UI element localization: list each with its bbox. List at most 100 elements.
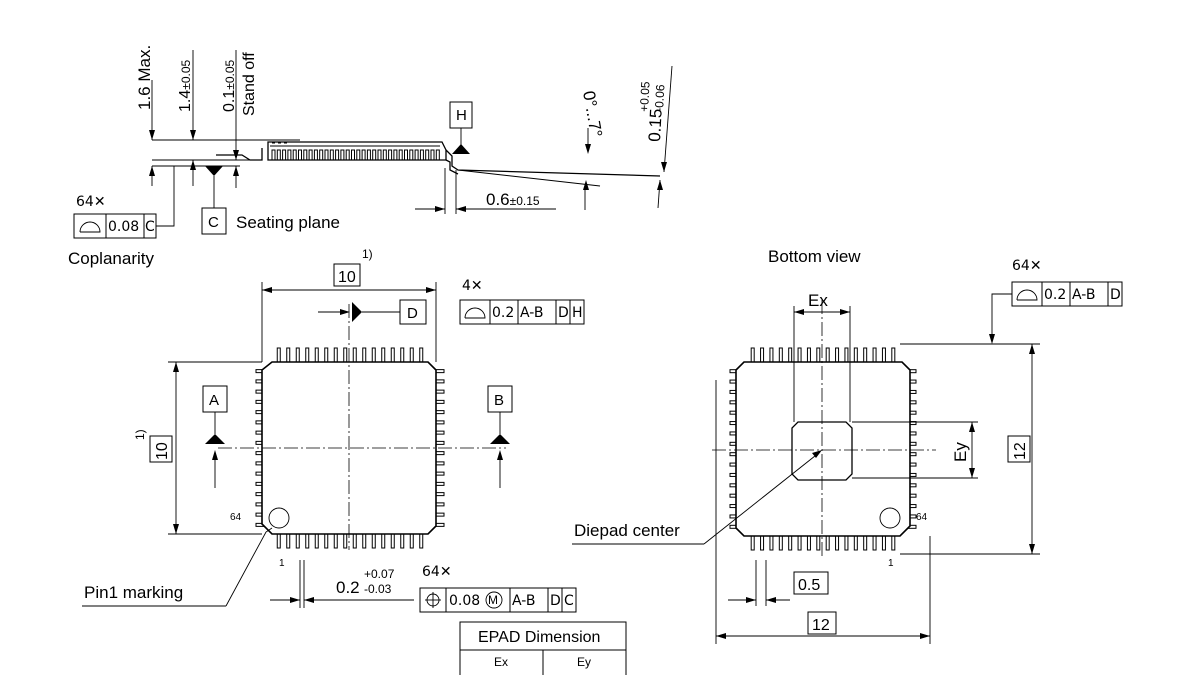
lead-side <box>366 149 371 161</box>
lead-side <box>377 149 382 161</box>
pin1-dot <box>268 507 290 529</box>
bottom-view: Bottom view Ex Ey 12 <box>572 247 1123 644</box>
dim-overall-height: 12 <box>1012 442 1029 460</box>
lead-side <box>393 149 398 161</box>
svg-text:0.15: 0.15 <box>645 108 666 142</box>
lead-width: 0.2 <box>336 578 360 597</box>
profile-datum-1-bottom: A-B <box>1072 287 1095 303</box>
side-pin-row <box>271 149 440 161</box>
lead-side <box>340 149 345 161</box>
epad-table: EPAD Dimension Ex Ey <box>459 621 627 675</box>
side-view: 1.6 Max. 1.4±0.05 0.1±0.05 Stand off H C… <box>68 45 673 268</box>
dim-overall-width-frame <box>807 611 837 635</box>
top-view: 10 1) 10 1) D 4✕ 0.2 A-B D H <box>82 247 585 613</box>
svg-text:0.1±0.05: 0.1±0.05 <box>221 59 238 112</box>
surface-profile-icon <box>1016 289 1038 301</box>
dim-overall-height-frame <box>1007 435 1031 463</box>
position-tol: 0.08 <box>449 593 480 609</box>
datum-a: A <box>209 392 219 409</box>
position-modifier: M <box>488 593 498 607</box>
profile-frame-bottom: 0.2 A-B D <box>1011 281 1123 307</box>
profile-frame-top: 0.2 A-B D H <box>459 299 585 325</box>
coplanarity-count: 64✕ <box>76 194 106 210</box>
epad-table-title: EPAD Dimension <box>478 629 600 646</box>
position-count: 64✕ <box>422 564 452 580</box>
pin-1-top: 1 <box>279 558 285 569</box>
lead-side <box>419 149 424 161</box>
lead-thickness-tol-plus: +0.05 <box>637 81 653 112</box>
foot-length: 0.6 <box>486 190 510 209</box>
svg-text:1.4±0.05: 1.4±0.05 <box>177 59 194 112</box>
lead-side <box>351 149 355 161</box>
lead-side <box>388 149 393 161</box>
dim-body-width: 10 <box>338 269 356 286</box>
dim-height-max: 1.6 Max. <box>135 45 154 110</box>
lead-side <box>425 149 430 161</box>
lead-side <box>292 149 297 161</box>
bottom-view-title: Bottom view <box>768 247 861 266</box>
lead-angle: 0°...7° <box>579 89 606 138</box>
coplanarity-tol: 0.08 <box>108 219 139 235</box>
epad-col-ey: Ey <box>577 655 591 669</box>
lead-side <box>414 149 419 161</box>
profile-tol-bottom: 0.2 <box>1044 287 1066 303</box>
lead-side <box>356 149 361 161</box>
dim-standoff-tol: ±0.05 <box>223 59 237 89</box>
datum-a-frame <box>202 385 228 413</box>
lead-side <box>435 149 440 161</box>
lead-side <box>398 149 403 161</box>
pin1-marking-label: Pin1 marking <box>84 583 183 602</box>
note-ref-side: 1) <box>133 429 147 440</box>
seating-plane-label: Seating plane <box>236 213 340 232</box>
package-body-bottom <box>735 361 911 537</box>
coplanarity-datum: C <box>145 219 155 235</box>
datum-triangle-icon <box>205 166 223 176</box>
lead-side <box>313 149 318 161</box>
lead-side <box>308 149 313 161</box>
dim-body-height: 1.4 <box>177 90 194 112</box>
lead-side <box>430 149 435 161</box>
profile-tol-top: 0.2 <box>492 305 514 321</box>
pin-1-bottom: 1 <box>888 558 894 569</box>
profile-datum-3-top: H <box>572 305 583 321</box>
lead-width-tol-plus: +0.07 <box>364 567 395 581</box>
lead-side <box>287 149 292 161</box>
lead-width-tol-minus: -0.03 <box>364 582 392 596</box>
profile-count-top: 4✕ <box>462 278 483 294</box>
lead-side <box>303 149 308 161</box>
datum-c-frame <box>201 207 227 235</box>
dim-overall-width: 12 <box>812 617 830 634</box>
profile-datum-2-bottom: D <box>1110 287 1121 303</box>
lead-side <box>271 149 276 161</box>
lead-side <box>382 149 387 161</box>
lead-side <box>335 149 340 161</box>
surface-profile-icon <box>79 221 101 233</box>
datum-triangle-icon <box>205 434 225 444</box>
diepad-center-label: Diepad center <box>574 521 680 540</box>
profile-datum-1-top: A-B <box>520 305 543 321</box>
lead-side <box>404 149 408 161</box>
position-datum-1: A-B <box>512 593 535 609</box>
dim-body-height-frame <box>149 435 173 463</box>
lead-side <box>324 149 329 161</box>
dim-pitch-frame <box>793 571 829 595</box>
svg-text:0.6±0.15: 0.6±0.15 <box>486 190 540 209</box>
profile-count-bottom: 64✕ <box>1012 258 1042 274</box>
lead-side <box>361 149 366 161</box>
lead-side <box>282 149 287 161</box>
lead-side <box>319 149 324 161</box>
lead-thickness: 0.15 <box>645 108 666 142</box>
pin1-dot-bottom <box>879 507 901 529</box>
datum-triangle-icon <box>352 302 362 322</box>
dim-standoff: 0.1 <box>221 90 238 112</box>
datum-triangle-icon <box>452 144 470 154</box>
lead-side <box>345 149 350 161</box>
ex-label: Ex <box>808 291 828 310</box>
datum-b: B <box>494 392 504 409</box>
pin-64-top: 64 <box>230 512 242 523</box>
datum-h: H <box>456 107 467 124</box>
dim-body-height-tol: ±0.05 <box>179 59 193 89</box>
position-datum-3: C <box>564 593 574 609</box>
datum-d-frame <box>399 299 427 325</box>
